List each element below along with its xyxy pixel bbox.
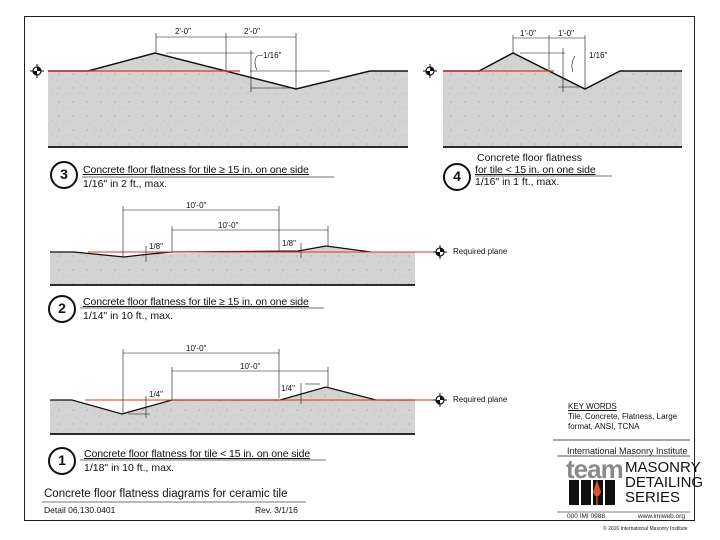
d1-tolerance-right: 1/4" [281,384,295,393]
logo-series-line3: SERIES [625,489,681,506]
detail-number-1: 1 [48,447,76,475]
d2-tolerance-right: 1/8" [282,239,296,248]
d4-caption-subtitle: 1/16" in 1 ft., max. [475,176,560,188]
keywords-list: Tile, Concrete, Flatness, Large format, … [568,412,678,431]
keywords-heading: KEY WORDS [568,402,617,411]
d2-caption-subtitle: 1/14" in 10 ft., max. [83,310,174,322]
d1-tolerance-left: 1/4" [149,390,163,399]
d3-dim-left: 2'-0" [175,27,191,36]
logo-team-word: team [566,454,624,484]
diagram-4-section [422,35,682,148]
logo-series-text: MASONRY DETAILING SERIES [625,460,703,505]
detail-number-2: 2 [48,295,76,323]
d2-dim-bottom: 10'-0" [218,221,239,230]
detail-number-4: 4 [443,163,471,191]
d1-caption-title: Concrete floor flatness for tile < 15 in… [84,448,311,460]
d1-required-plane-label: Required plane [453,395,508,404]
d3-dim-right: 2'-0" [244,27,260,36]
d3-caption-subtitle: 1/16" in 2 ft., max. [83,178,168,190]
logo-series-line2: DETAILING [625,474,704,491]
logo-code: 000 IMI 0988 [567,513,605,520]
d2-dim-top: 10'-0" [186,201,207,210]
d3-tolerance: 1/16" [263,51,282,60]
detail-number: Detail 06.130.0401 [44,505,116,515]
d1-dim-top: 10'-0" [186,344,207,353]
logo-url: www.imiweb.org [638,513,685,520]
d3-caption-title: Concrete floor flatness for tile ≥ 15 in… [83,164,309,176]
revision-date: Rev. 3/1/16 [255,505,298,515]
d4-tolerance: 1/16" [589,51,608,60]
imi-logo-mark [569,480,615,505]
sheet-title: Concrete floor flatness diagrams for cer… [44,488,288,500]
logo-series-line1: MASONRY [625,459,701,476]
copyright-notice: © 2016 International Masonry Institute [603,526,688,532]
diagram-3-section [29,33,408,148]
d2-required-plane-label: Required plane [453,247,508,256]
d2-caption-title: Concrete floor flatness for tile ≥ 15 in… [83,296,309,308]
diagram-1-section [50,349,448,435]
drawing-sheet-border [24,16,695,521]
d1-caption-subtitle: 1/18" in 10 ft., max. [84,462,175,474]
d4-caption-title-line2: for tile < 15 in. on one side [475,164,596,176]
d2-tolerance-left: 1/8" [149,242,163,251]
d1-dim-bottom: 10'-0" [240,362,261,371]
logo-org-name: International Masonry Institute [567,446,688,456]
d4-caption-title-line1: Concrete floor flatness [477,152,583,164]
d4-dim-left: 1'-0" [520,29,536,38]
detail-number-3: 3 [50,161,78,189]
d4-dim-right: 1'-0" [558,29,574,38]
diagram-2-section [50,206,448,286]
